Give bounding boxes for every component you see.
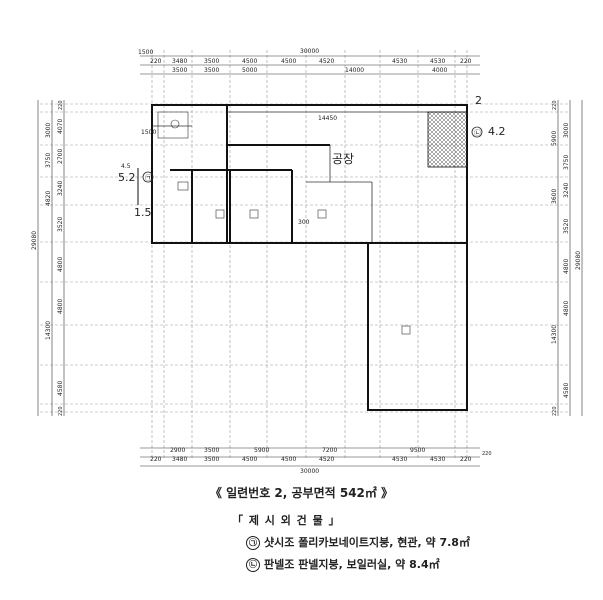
- dim-label: 4530: [430, 58, 445, 65]
- caption-title: 《 일련번호 2, 공부면적 542㎡ 》: [209, 486, 394, 500]
- left-small-top: 220: [58, 100, 64, 110]
- circle-marker-icon: ㉠: [246, 536, 260, 550]
- top-row-b: 3500 3500 5000 14000 4000: [172, 67, 447, 74]
- dim-14450: 14450: [318, 115, 337, 122]
- left-total: 29080: [31, 231, 38, 250]
- factory-label: 공장: [332, 152, 354, 166]
- dim-label: 2700: [57, 149, 64, 164]
- floor-plan-drawing: 1500 30000 220 3480 3500 4500 4500 4520 …: [31, 48, 583, 475]
- fixtures: [157, 111, 411, 335]
- dim-label: 14300: [45, 321, 52, 340]
- dim-label: 4800: [57, 299, 64, 314]
- dim-label: 4530: [392, 456, 407, 463]
- dim-label: 3520: [563, 219, 570, 234]
- annex-b-marker-circle: [471, 126, 483, 138]
- dim-label: 4500: [281, 58, 296, 65]
- left-dimensions: [37, 100, 65, 416]
- dim-label: 4580: [563, 383, 570, 398]
- annex-a-width: 5.2: [118, 171, 136, 184]
- dim-label: 3500: [204, 58, 219, 65]
- dim-300: 300: [298, 219, 310, 226]
- right-total: 29080: [575, 251, 582, 270]
- dim-label: 3240: [563, 183, 570, 198]
- dim-label: 3750: [45, 153, 52, 168]
- right-small-bottom: 220: [552, 406, 558, 416]
- caption-item-text: 샷시조 폴리카보네이트지붕, 현관, 약 7.8㎡: [264, 536, 470, 549]
- building-walls: [151, 104, 468, 411]
- grid-lines: [40, 50, 570, 460]
- bottom-row-b: 220 3480 3500 4500 4500 4520 4530 4530 2…: [150, 456, 472, 463]
- dim-label: 4530: [430, 456, 445, 463]
- dim-label: 5900: [254, 447, 269, 454]
- dim-label: 3750: [563, 155, 570, 170]
- left-row-a: 3000 3750 3240 3520 4800 4800 4580: [45, 123, 64, 396]
- caption-item: ㉡ 판넬조 판넬지붕, 보일러실, 약 8.4㎡: [246, 556, 440, 572]
- bottom-row-a: 2900 3500 5900 7200 9500: [170, 447, 425, 454]
- right-small-top: 220: [552, 100, 558, 110]
- top-dimensions: [140, 55, 480, 75]
- right-row-b: 5900 3600 14300: [551, 131, 558, 344]
- dim-label: 3500: [204, 456, 219, 463]
- dim-label: 4500: [281, 456, 296, 463]
- dim-label: 220: [150, 456, 162, 463]
- dim-label: 4580: [57, 381, 64, 396]
- dim-label: 4000: [432, 67, 447, 74]
- dim-label: 5900: [551, 131, 558, 146]
- annex-a-marker: ㉠: [145, 174, 152, 182]
- caption-item: ㉠ 샷시조 폴리카보네이트지붕, 현관, 약 7.8㎡: [246, 534, 470, 550]
- annex-a-height: 1.5: [134, 206, 152, 219]
- dim-small-x: 4.5: [121, 163, 131, 170]
- bottom-right-dim: 220: [482, 451, 492, 457]
- left-small-bottom: 220: [58, 406, 64, 416]
- dim-label: 5000: [242, 67, 257, 74]
- dim-1500: 1500: [141, 129, 156, 136]
- dim-label: 9500: [410, 447, 425, 454]
- dim-label: 220: [460, 456, 472, 463]
- bottom-dimensions: [140, 447, 480, 467]
- caption-subtitle: 「 제 시 외 건 물 」: [232, 514, 341, 527]
- dim-label: 4530: [392, 58, 407, 65]
- right-row-a: 3000 3750 3240 3520 4800 4800 4580: [563, 123, 570, 398]
- dim-label: 4800: [563, 259, 570, 274]
- dim-label: 4500: [242, 58, 257, 65]
- dim-label: 4820: [45, 191, 52, 206]
- dim-label: 4070: [57, 119, 64, 134]
- dim-label: 2900: [170, 447, 185, 454]
- dim-label: 3500: [204, 447, 219, 454]
- dim-label: 4800: [563, 301, 570, 316]
- dim-label: 3000: [45, 123, 52, 138]
- left-row-b: 4070 2700 4820 14300: [45, 119, 64, 340]
- dim-label: 3480: [172, 456, 187, 463]
- dim-label: 4520: [319, 456, 334, 463]
- dim-label: 4500: [242, 456, 257, 463]
- dim-2: 2: [475, 94, 482, 107]
- dim-label: 3500: [172, 67, 187, 74]
- dim-label: 3520: [57, 217, 64, 232]
- dim-label: 3240: [57, 181, 64, 196]
- annex-b-width: 4.2: [488, 125, 506, 138]
- dim-label: 7200: [322, 447, 337, 454]
- dim-label: 14300: [551, 325, 558, 344]
- dim-label: 14000: [345, 67, 364, 74]
- circle-marker-icon: ㉡: [246, 558, 260, 572]
- annex-a-marker-circle: [142, 171, 154, 183]
- dim-label: 3000: [563, 123, 570, 138]
- dim-label: 3480: [172, 58, 187, 65]
- dim-label: 220: [460, 58, 472, 65]
- dim-label: 3500: [204, 67, 219, 74]
- dim-label: 3600: [551, 189, 558, 204]
- dim-label: 220: [150, 58, 162, 65]
- dim-label: 4520: [319, 58, 334, 65]
- right-dimensions: [557, 100, 583, 416]
- boiler-room-hatch: [427, 111, 468, 168]
- caption-item-text: 판넬조 판넬지붕, 보일러실, 약 8.4㎡: [264, 558, 440, 571]
- top-offset: 1500: [138, 49, 153, 56]
- bottom-total: 30000: [300, 468, 319, 475]
- top-total: 30000: [300, 48, 319, 55]
- top-row-a: 220 3480 3500 4500 4500 4520 4530 4530 2…: [150, 58, 472, 65]
- inner-partitions: [152, 111, 467, 242]
- dim-label: 4800: [57, 257, 64, 272]
- annex-b-marker: ㉡: [474, 129, 481, 137]
